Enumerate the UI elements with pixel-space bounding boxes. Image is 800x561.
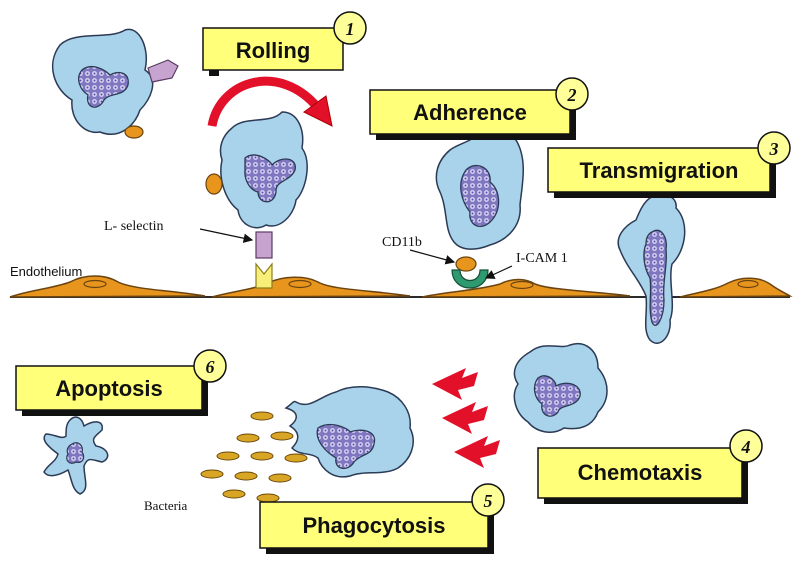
- step-number: 1: [346, 19, 355, 39]
- icam1-label: I-CAM 1: [516, 251, 568, 266]
- annotation-l-selectin: L- selectin: [104, 219, 254, 243]
- annotation-icam1: I-CAM 1: [484, 251, 568, 279]
- step-number: 5: [484, 491, 493, 511]
- step-phagocytosis: Phagocytosis 5: [259, 483, 505, 554]
- endothelium-layer: [9, 275, 793, 298]
- bacterium: [236, 433, 260, 443]
- step-label: Transmigration: [580, 158, 739, 183]
- leukocyte-apoptotic: [43, 416, 109, 495]
- chemotaxis-arrow-1: [432, 368, 478, 400]
- step-number: 3: [769, 139, 779, 159]
- leukocyte-chemotaxis: [513, 343, 608, 434]
- bacteria-group: [200, 411, 308, 503]
- endothelial-cell-1: [9, 275, 206, 298]
- l-selectin-receptor: [255, 231, 273, 259]
- leukocyte-transmigrating: [617, 193, 686, 344]
- bacterium: [222, 489, 246, 499]
- step-label: Adherence: [413, 100, 527, 125]
- annotation-cd11b: CD11b: [382, 235, 456, 265]
- step-number: 6: [206, 357, 215, 377]
- chemotaxis-arrows: [432, 368, 500, 468]
- step-transmigration: Transmigration 3: [547, 131, 791, 198]
- step-label: Rolling: [236, 38, 311, 63]
- bacterium: [270, 431, 294, 441]
- step-adherence: Adherence 2: [369, 77, 589, 140]
- leukocyte-rolling: [205, 111, 308, 289]
- bacterium: [268, 473, 292, 483]
- endothelial-cell-4: [679, 277, 793, 298]
- bacterium: [200, 469, 224, 479]
- bacterium: [256, 493, 280, 503]
- cd11b-molecule: [455, 256, 477, 272]
- l-selectin-label: L- selectin: [104, 219, 163, 234]
- rolling-arrow: [207, 76, 322, 128]
- step-label: Apoptosis: [55, 376, 163, 401]
- chemotaxis-arrow-2: [442, 402, 488, 434]
- receptor-orange-rolling: [205, 173, 223, 195]
- cd11b-label: CD11b: [382, 235, 422, 250]
- step-label: Chemotaxis: [578, 460, 703, 485]
- leukocyte-phagocytosing: [284, 386, 414, 478]
- bacterium: [234, 471, 258, 481]
- bacteria-label: Bacteria: [144, 498, 188, 513]
- bacterium: [216, 451, 240, 461]
- step-number: 2: [567, 85, 577, 105]
- receptor-orange-free: [124, 125, 144, 139]
- selectin-ligand: [255, 262, 273, 289]
- bacterium: [250, 411, 274, 421]
- chemotaxis-arrow-3: [454, 436, 500, 468]
- step-apoptosis: Apoptosis 6: [15, 349, 227, 416]
- step-number: 4: [741, 437, 751, 457]
- endothelium-label: Endothelium: [10, 264, 82, 279]
- leukocyte-adherent: [435, 131, 525, 289]
- bacterium: [250, 451, 274, 461]
- step-rolling: Rolling 1: [202, 11, 367, 76]
- endothelial-cell-2: [211, 276, 411, 298]
- icam1-molecule: [451, 269, 489, 289]
- step-label: Phagocytosis: [302, 513, 445, 538]
- bacterium: [284, 453, 308, 463]
- leukocyte-free: [51, 28, 179, 139]
- l-selectin-receptor-free: [147, 59, 179, 83]
- step-chemotaxis: Chemotaxis 4: [537, 429, 763, 504]
